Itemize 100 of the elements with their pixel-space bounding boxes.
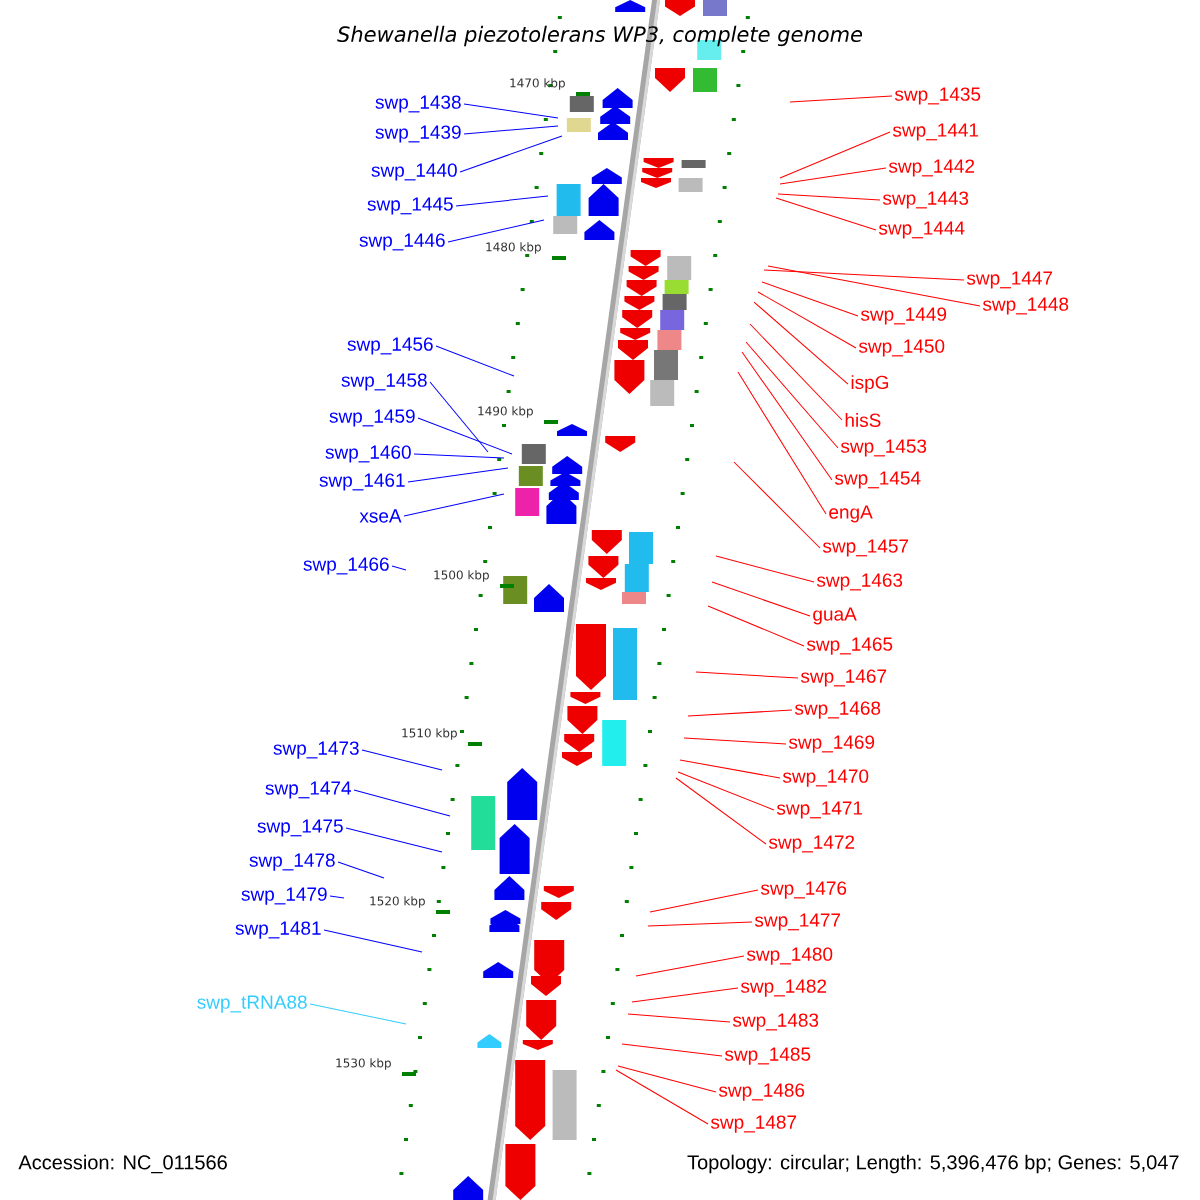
leader-line	[447, 219, 545, 243]
leader-line	[463, 103, 559, 119]
leader-line	[635, 955, 745, 977]
gene-label: swp_1475	[257, 819, 343, 837]
gene-label: swp_1478	[249, 853, 335, 871]
title: Shewanella piezotolerans WP3, complete genome	[337, 25, 863, 47]
leader-line	[649, 889, 759, 913]
leader-line	[733, 461, 821, 549]
leader-line	[615, 1069, 709, 1125]
gene-label: swp_1480	[746, 947, 833, 965]
gene-label: swp_1456	[347, 337, 433, 355]
gene-label: swp_1435	[894, 87, 981, 105]
leader-line	[435, 345, 515, 377]
gene-label: swp_1465	[806, 637, 893, 655]
gene-label: hisS	[845, 413, 881, 427]
gene-label: swp_1461	[319, 473, 405, 491]
gene-label: swp_1463	[816, 573, 903, 591]
leader-line	[737, 371, 827, 515]
accession-text: Accession: NC_011566	[16, 1152, 230, 1176]
leader-line	[753, 301, 849, 385]
gene-label: swp_1442	[888, 159, 975, 177]
gene-label: swp_1454	[834, 471, 921, 489]
leader-line	[345, 827, 443, 853]
summary-text: Topology: circular; Length: 5,396,476 bp; Genes: 5,047	[685, 1152, 1182, 1176]
leader-line	[683, 737, 787, 745]
leader-line	[711, 581, 811, 617]
gene-label: swp_1476	[760, 881, 847, 899]
gene-label: swp_1447	[966, 271, 1053, 289]
gene-label: swp_1471	[776, 801, 863, 819]
leader-line	[407, 467, 509, 483]
leader-line	[429, 381, 489, 453]
leader-line	[413, 453, 505, 459]
leader-line	[749, 323, 843, 421]
gene-label: swp_1457	[822, 539, 909, 557]
gene-label: swp_1459	[329, 409, 415, 427]
gene-label: engA	[829, 505, 873, 523]
leader-line	[309, 1003, 407, 1025]
leader-line	[745, 341, 839, 449]
gene-label: swp_1474	[265, 781, 351, 799]
gene-label: swp_1468	[794, 701, 881, 719]
leader-line	[329, 895, 345, 899]
leader-line	[627, 1013, 731, 1023]
leader-line	[455, 195, 549, 207]
leader-line	[391, 565, 407, 571]
leader-line	[403, 493, 505, 517]
gene-label: swp_1481	[235, 921, 321, 939]
gene-label: swp_1477	[754, 913, 841, 931]
gene-label: guaA	[813, 607, 857, 625]
leader-line	[647, 921, 753, 927]
gene-label: swp_1448	[982, 297, 1069, 315]
leader-line	[463, 125, 559, 135]
leader-line	[675, 777, 767, 845]
gene-label: swp_1473	[273, 741, 359, 759]
leader-line	[353, 789, 451, 817]
gene-label: swp_1444	[878, 221, 965, 239]
gene-label: swp_1453	[840, 439, 927, 457]
gene-label: swp_1479	[241, 887, 327, 905]
gene-label: swp_1441	[892, 123, 979, 141]
leader-line	[417, 417, 513, 455]
leader-line	[779, 167, 887, 185]
gene-label: swp_1446	[359, 233, 445, 251]
gene-label: swp_1466	[303, 557, 389, 575]
leader-line	[695, 671, 799, 679]
leader-line	[337, 861, 385, 879]
gene-label: swp_1482	[740, 979, 827, 997]
gene-label: swp_1467	[800, 669, 887, 687]
gene-label: swp_1472	[768, 835, 855, 853]
leader-line	[741, 351, 833, 481]
leader-line	[763, 269, 965, 281]
gene-label: swp_1449	[860, 307, 947, 325]
leader-line	[631, 987, 739, 1003]
gene-label: swp_1470	[782, 769, 869, 787]
leader-line	[707, 605, 805, 647]
leader-line	[775, 197, 877, 231]
leader-line	[677, 771, 775, 811]
gene-label: swp_1485	[724, 1047, 811, 1065]
gene-label: swp_1445	[367, 197, 453, 215]
leader-line	[777, 193, 881, 201]
gene-label: swp_1460	[325, 445, 411, 463]
gene-label: swp_1487	[710, 1115, 797, 1133]
gene-label: ispG	[851, 375, 889, 393]
gene-label: xseA	[359, 509, 402, 523]
leader-line	[621, 1043, 723, 1057]
leader-line	[361, 749, 443, 771]
gene-label: swp_1469	[788, 735, 875, 753]
gene-label: swp_1438	[375, 95, 461, 113]
leader-line	[715, 555, 815, 583]
leader-line	[757, 291, 857, 349]
gene-label: swp_tRNA88	[197, 995, 307, 1013]
leader-line	[679, 759, 781, 779]
leader-line	[323, 929, 423, 953]
leader-line	[459, 135, 563, 173]
leader-line	[789, 95, 893, 103]
leader-line	[779, 131, 891, 179]
gene-label: swp_1450	[858, 339, 945, 357]
leader-line	[767, 265, 981, 307]
gene-label: swp_1443	[882, 191, 969, 209]
gene-label: swp_1440	[371, 163, 457, 181]
gene-label: swp_1439	[375, 125, 461, 143]
gene-label: swp_1483	[732, 1013, 819, 1031]
